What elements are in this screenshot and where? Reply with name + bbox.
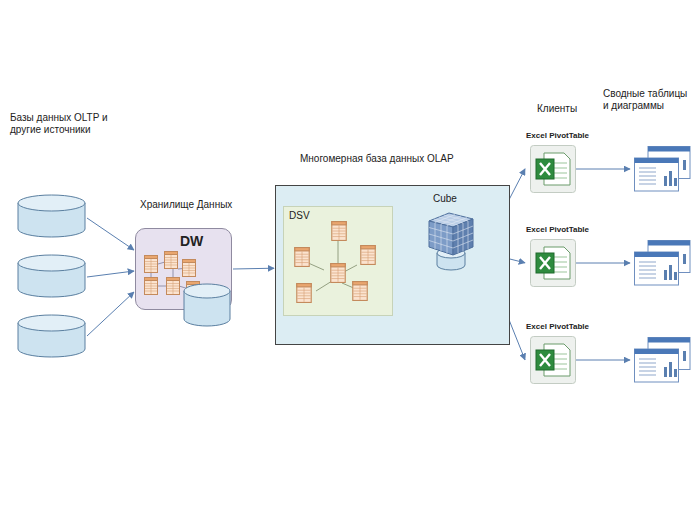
node-title: Excel PivotTable xyxy=(526,322,589,332)
table-icon xyxy=(167,278,180,295)
dsv-art xyxy=(284,207,394,317)
node-dw: Хранилище ДанныхDW xyxy=(135,228,232,310)
node-title: DSV xyxy=(289,210,310,222)
node-dsv: DSV xyxy=(283,206,393,316)
node-title: Cube xyxy=(433,193,457,205)
table-icon xyxy=(297,284,311,303)
table-icon xyxy=(183,260,196,277)
spacer xyxy=(431,265,432,273)
node-xl: Excel PivotTable xyxy=(526,322,593,392)
table-icon xyxy=(295,248,309,267)
cube-grid xyxy=(429,215,473,254)
node-heading: Многомерная база данных OLAP xyxy=(300,153,454,165)
node-title: Excel PivotTable xyxy=(526,225,589,235)
source-arrows xyxy=(87,218,134,336)
table-icon xyxy=(145,256,158,273)
source-cylinders xyxy=(18,195,85,357)
annotation-label: Сводные таблицы и диаграммы xyxy=(603,88,695,112)
table-icon xyxy=(332,222,346,241)
report-arrows xyxy=(576,169,630,360)
node-xl: Excel PivotTable xyxy=(526,225,593,295)
excel-icon-use xyxy=(531,240,576,287)
node-title: Excel PivotTable xyxy=(526,131,589,141)
table-icon xyxy=(165,252,178,269)
excel-icon xyxy=(530,336,576,384)
node-heading: Хранилище Данных xyxy=(140,199,232,211)
cube-icon xyxy=(423,207,479,273)
warehouse-cylinder-top xyxy=(184,284,230,298)
table-icon xyxy=(353,282,367,301)
node-olap: Многомерная база данных OLAPDSVCube xyxy=(275,185,510,345)
excel-icon xyxy=(530,239,576,287)
annotation-label: Базы данных OLTP и другие источники xyxy=(10,112,122,136)
table-icon xyxy=(331,264,345,283)
excel-icon-use xyxy=(531,337,576,384)
table-links xyxy=(306,239,357,291)
table-icon xyxy=(361,246,375,265)
node-xl: Excel PivotTable xyxy=(526,131,593,201)
excel-icon-use xyxy=(531,146,576,193)
report-icons xyxy=(635,147,691,383)
table-icon xyxy=(145,278,158,295)
node-title: DW xyxy=(180,233,203,249)
annotation-label: Клиенты xyxy=(537,103,597,115)
node-cube: Cube xyxy=(419,193,481,275)
excel-icon xyxy=(530,145,576,193)
connector-arrow xyxy=(233,268,274,270)
